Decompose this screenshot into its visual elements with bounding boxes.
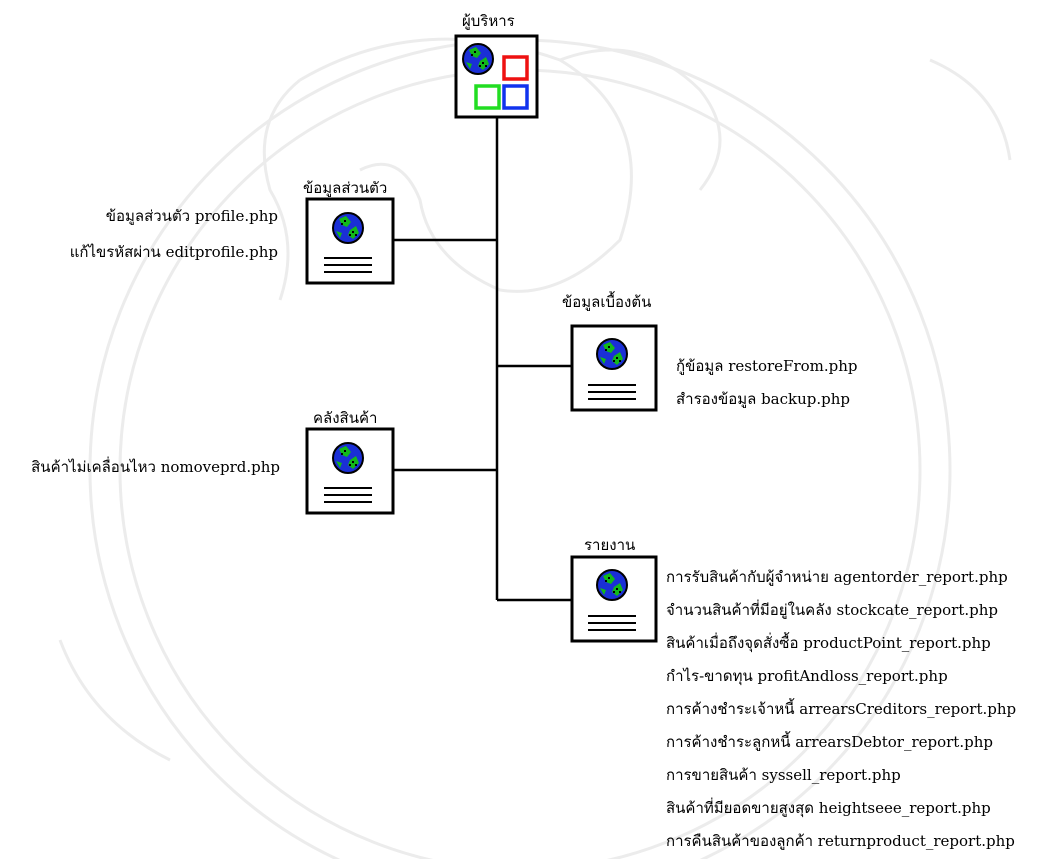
warehouse-item: สินค้าไม่เคลื่อนไหว nomoveprd.php (31, 458, 280, 476)
basic-node-icon (570, 324, 658, 412)
report-item: การรับสินค้ากับผู้จำหน่าย agentorder_rep… (666, 568, 1008, 586)
report-item: การค้างชำระลูกหนี้ arrearsDebtor_report.… (666, 733, 993, 751)
report-item: การขายสินค้า syssell_report.php (666, 766, 901, 784)
report-item: การคืนสินค้าของลูกค้า returnproduct_repo… (666, 832, 1015, 850)
basic-item: สำรองข้อมูล backup.php (676, 390, 851, 408)
profile-item: ข้อมูลส่วนตัว profile.php (105, 207, 278, 225)
basic-item: กู้ข้อมูล restoreFrom.php (676, 357, 858, 375)
report-item: การค้างชำระเจ้าหนี้ arrearsCreditors_rep… (666, 700, 1017, 718)
warehouse-title: คลังสินค้า (313, 409, 378, 427)
report-node-icon (570, 555, 658, 643)
warehouse-node-icon (305, 427, 395, 515)
profile-node-icon (305, 197, 395, 285)
admin-node-icon (454, 34, 539, 119)
report-title: รายงาน (584, 536, 636, 554)
report-item: สินค้าเมื่อถึงจุดสั่งซื้อ productPoint_r… (666, 634, 991, 652)
admin-title: ผู้บริหาร (462, 12, 515, 30)
report-item: จำนวนสินค้าที่มีอยู่ในคลัง stockcate_rep… (666, 601, 998, 619)
report-item: สินค้าที่มียอดขายสูงสุด heightseee_repor… (666, 799, 991, 817)
report-item: กำไร-ขาดทุน profitAndloss_report.php (666, 667, 948, 685)
profile-item: แก้ไขรหัสผ่าน editprofile.php (69, 243, 278, 261)
profile-title: ข้อมูลส่วนตัว (303, 179, 388, 197)
basic-title: ข้อมูลเบื้องต้น (562, 293, 652, 311)
